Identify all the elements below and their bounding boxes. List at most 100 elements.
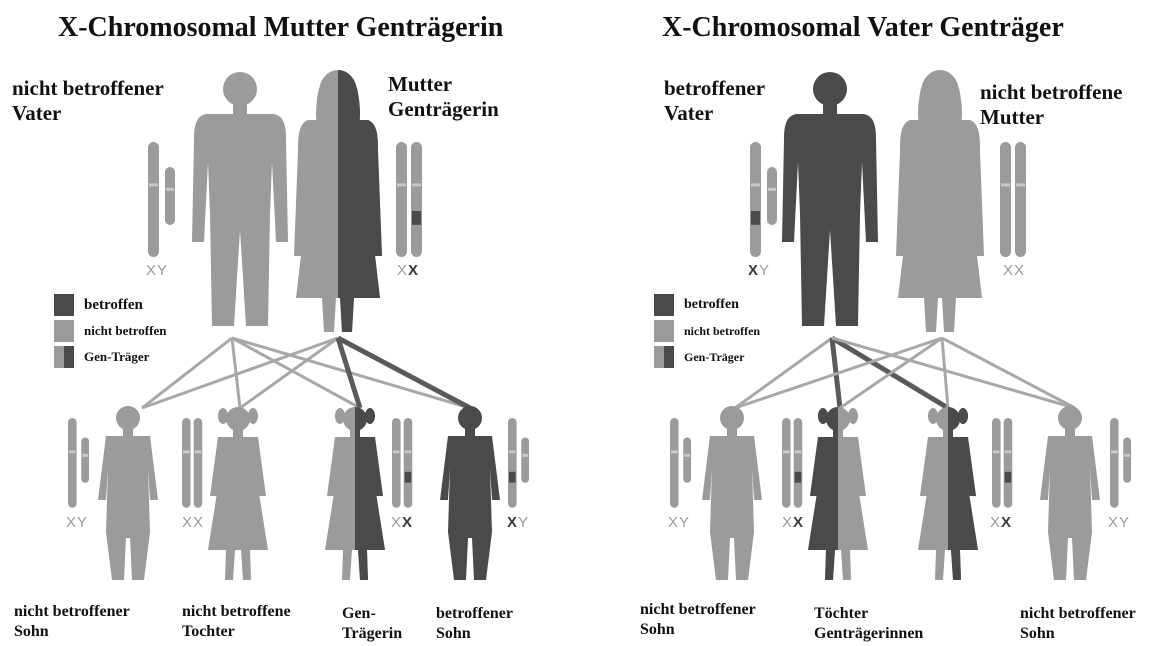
right-child1-label: nicht betroffener Sohn <box>640 600 756 640</box>
left-child1-chromosome-label: XY <box>66 514 88 531</box>
left-father-chromosome-label: XY <box>146 262 168 279</box>
figure-pigtail-left <box>218 408 228 424</box>
unaffected-swatch <box>54 320 74 342</box>
legend-unaffected: nicht betroffen <box>54 318 166 344</box>
left-child3-chromosome-label: XX <box>391 514 413 531</box>
legend-carrier: Gen-Träger <box>54 344 166 370</box>
left-child4-chromosome-label: XY <box>507 514 529 531</box>
right-mother-label: nicht betroffene Mutter <box>980 80 1123 130</box>
figure-body <box>208 437 268 580</box>
mutation-band <box>405 472 412 483</box>
x-chromosome <box>396 142 407 257</box>
figure-neck <box>233 429 243 438</box>
x-chromosome <box>411 142 422 257</box>
left-child3-label: Gen- Trägerin <box>342 604 402 644</box>
x-chromosome <box>782 418 791 508</box>
right-child4-label: nicht betroffener Sohn <box>1020 604 1136 644</box>
legend-affected: betroffen <box>54 292 166 318</box>
figure-body <box>192 114 288 326</box>
carrier-swatch <box>654 346 674 368</box>
mutation-band <box>1005 472 1012 483</box>
left-father-label: nicht betroffener Vater <box>12 76 164 126</box>
x-chromosome <box>1000 142 1011 257</box>
legend-unaffected: nicht betroffen <box>654 318 760 344</box>
figure-pigtail-left <box>928 408 938 424</box>
right-child3-figure <box>918 407 978 580</box>
right-father-label: betroffener Vater <box>664 76 765 126</box>
x-chromosome <box>992 418 1001 508</box>
x-chromosome <box>194 418 203 508</box>
x-chromosome <box>392 418 401 508</box>
figure-neck <box>934 108 946 122</box>
figure-pigtail-left <box>335 408 345 424</box>
y-chromosome <box>683 438 691 483</box>
left-child1-figure <box>98 406 158 580</box>
left-mother-chromosome-label: XX <box>397 262 419 279</box>
y-chromosome <box>767 167 777 225</box>
left-child2-chromosome-label: XX <box>182 514 204 531</box>
x-chromosome <box>182 418 191 508</box>
x-chromosome <box>670 418 679 508</box>
legend-affected: betroffen <box>654 292 760 318</box>
carrier-swatch <box>54 346 74 368</box>
figure-pigtail-left <box>818 408 828 424</box>
right-children23-label: Töchter Genträgerinnen <box>814 604 923 644</box>
figure-neck <box>233 102 247 116</box>
right-child1-figure <box>702 406 762 580</box>
figure-pigtail-right <box>958 408 968 424</box>
x-chromosome <box>794 418 803 508</box>
right-child4-chromosome-label: XY <box>1108 514 1130 531</box>
right-line-mother-child3 <box>942 338 948 408</box>
x-chromosome <box>404 418 413 508</box>
figure-neck <box>465 428 475 437</box>
figure-body <box>98 436 158 580</box>
right-father-chromosome-label: XY <box>748 262 770 279</box>
figure-pigtail-right <box>365 408 375 424</box>
mutation-band <box>509 472 516 483</box>
x-chromosome <box>750 142 761 257</box>
x-chromosome <box>1015 142 1026 257</box>
x-chromosome <box>1004 418 1013 508</box>
figure-neck <box>727 428 737 437</box>
figure-body <box>702 436 762 580</box>
affected-swatch <box>654 294 674 316</box>
legend-carrier: Gen-Träger <box>654 344 760 370</box>
left-mother-figure <box>294 70 382 332</box>
figure-head <box>223 72 257 106</box>
left-child1-label: nicht betroffener Sohn <box>14 602 130 642</box>
figure-body <box>782 114 878 326</box>
left-father-figure <box>192 72 288 326</box>
unaffected-swatch <box>654 320 674 342</box>
figure-body <box>1040 436 1100 580</box>
figure-head <box>458 406 482 430</box>
left-line-mother-child2 <box>240 338 338 408</box>
figure-neck <box>123 428 133 437</box>
x-chromosome <box>1110 418 1119 508</box>
y-chromosome <box>165 167 175 225</box>
right-father-figure <box>782 72 878 326</box>
right-mother-chromosome-label: XX <box>1003 262 1025 279</box>
right-line-mother-child4 <box>942 338 1075 408</box>
figure-pigtail-right <box>848 408 858 424</box>
left-mother-label: Mutter Genträgerin <box>388 72 499 122</box>
left-child4-figure <box>440 406 500 580</box>
affected-swatch <box>54 294 74 316</box>
figure-neck <box>1065 428 1075 437</box>
right-child4-figure <box>1040 406 1100 580</box>
mutation-band <box>412 211 421 225</box>
y-chromosome <box>1123 438 1131 483</box>
figure-head <box>116 406 140 430</box>
mutation-band <box>795 472 802 483</box>
left-child3-figure <box>325 407 385 580</box>
figure-head <box>813 72 847 106</box>
right-child3-chromosome-label: XX <box>990 514 1012 531</box>
right-mother-figure <box>896 70 984 332</box>
y-chromosome <box>81 438 89 483</box>
figure-pigtail-right <box>248 408 258 424</box>
right-child2-figure <box>808 407 868 580</box>
left-child2-figure <box>208 407 268 580</box>
left-child2-label: nicht betroffene Tochter <box>182 602 291 642</box>
right-legend: betroffen nicht betroffen Gen-Träger <box>654 292 760 370</box>
left-legend: betroffen nicht betroffen Gen-Träger <box>54 292 166 370</box>
figure-head <box>720 406 744 430</box>
